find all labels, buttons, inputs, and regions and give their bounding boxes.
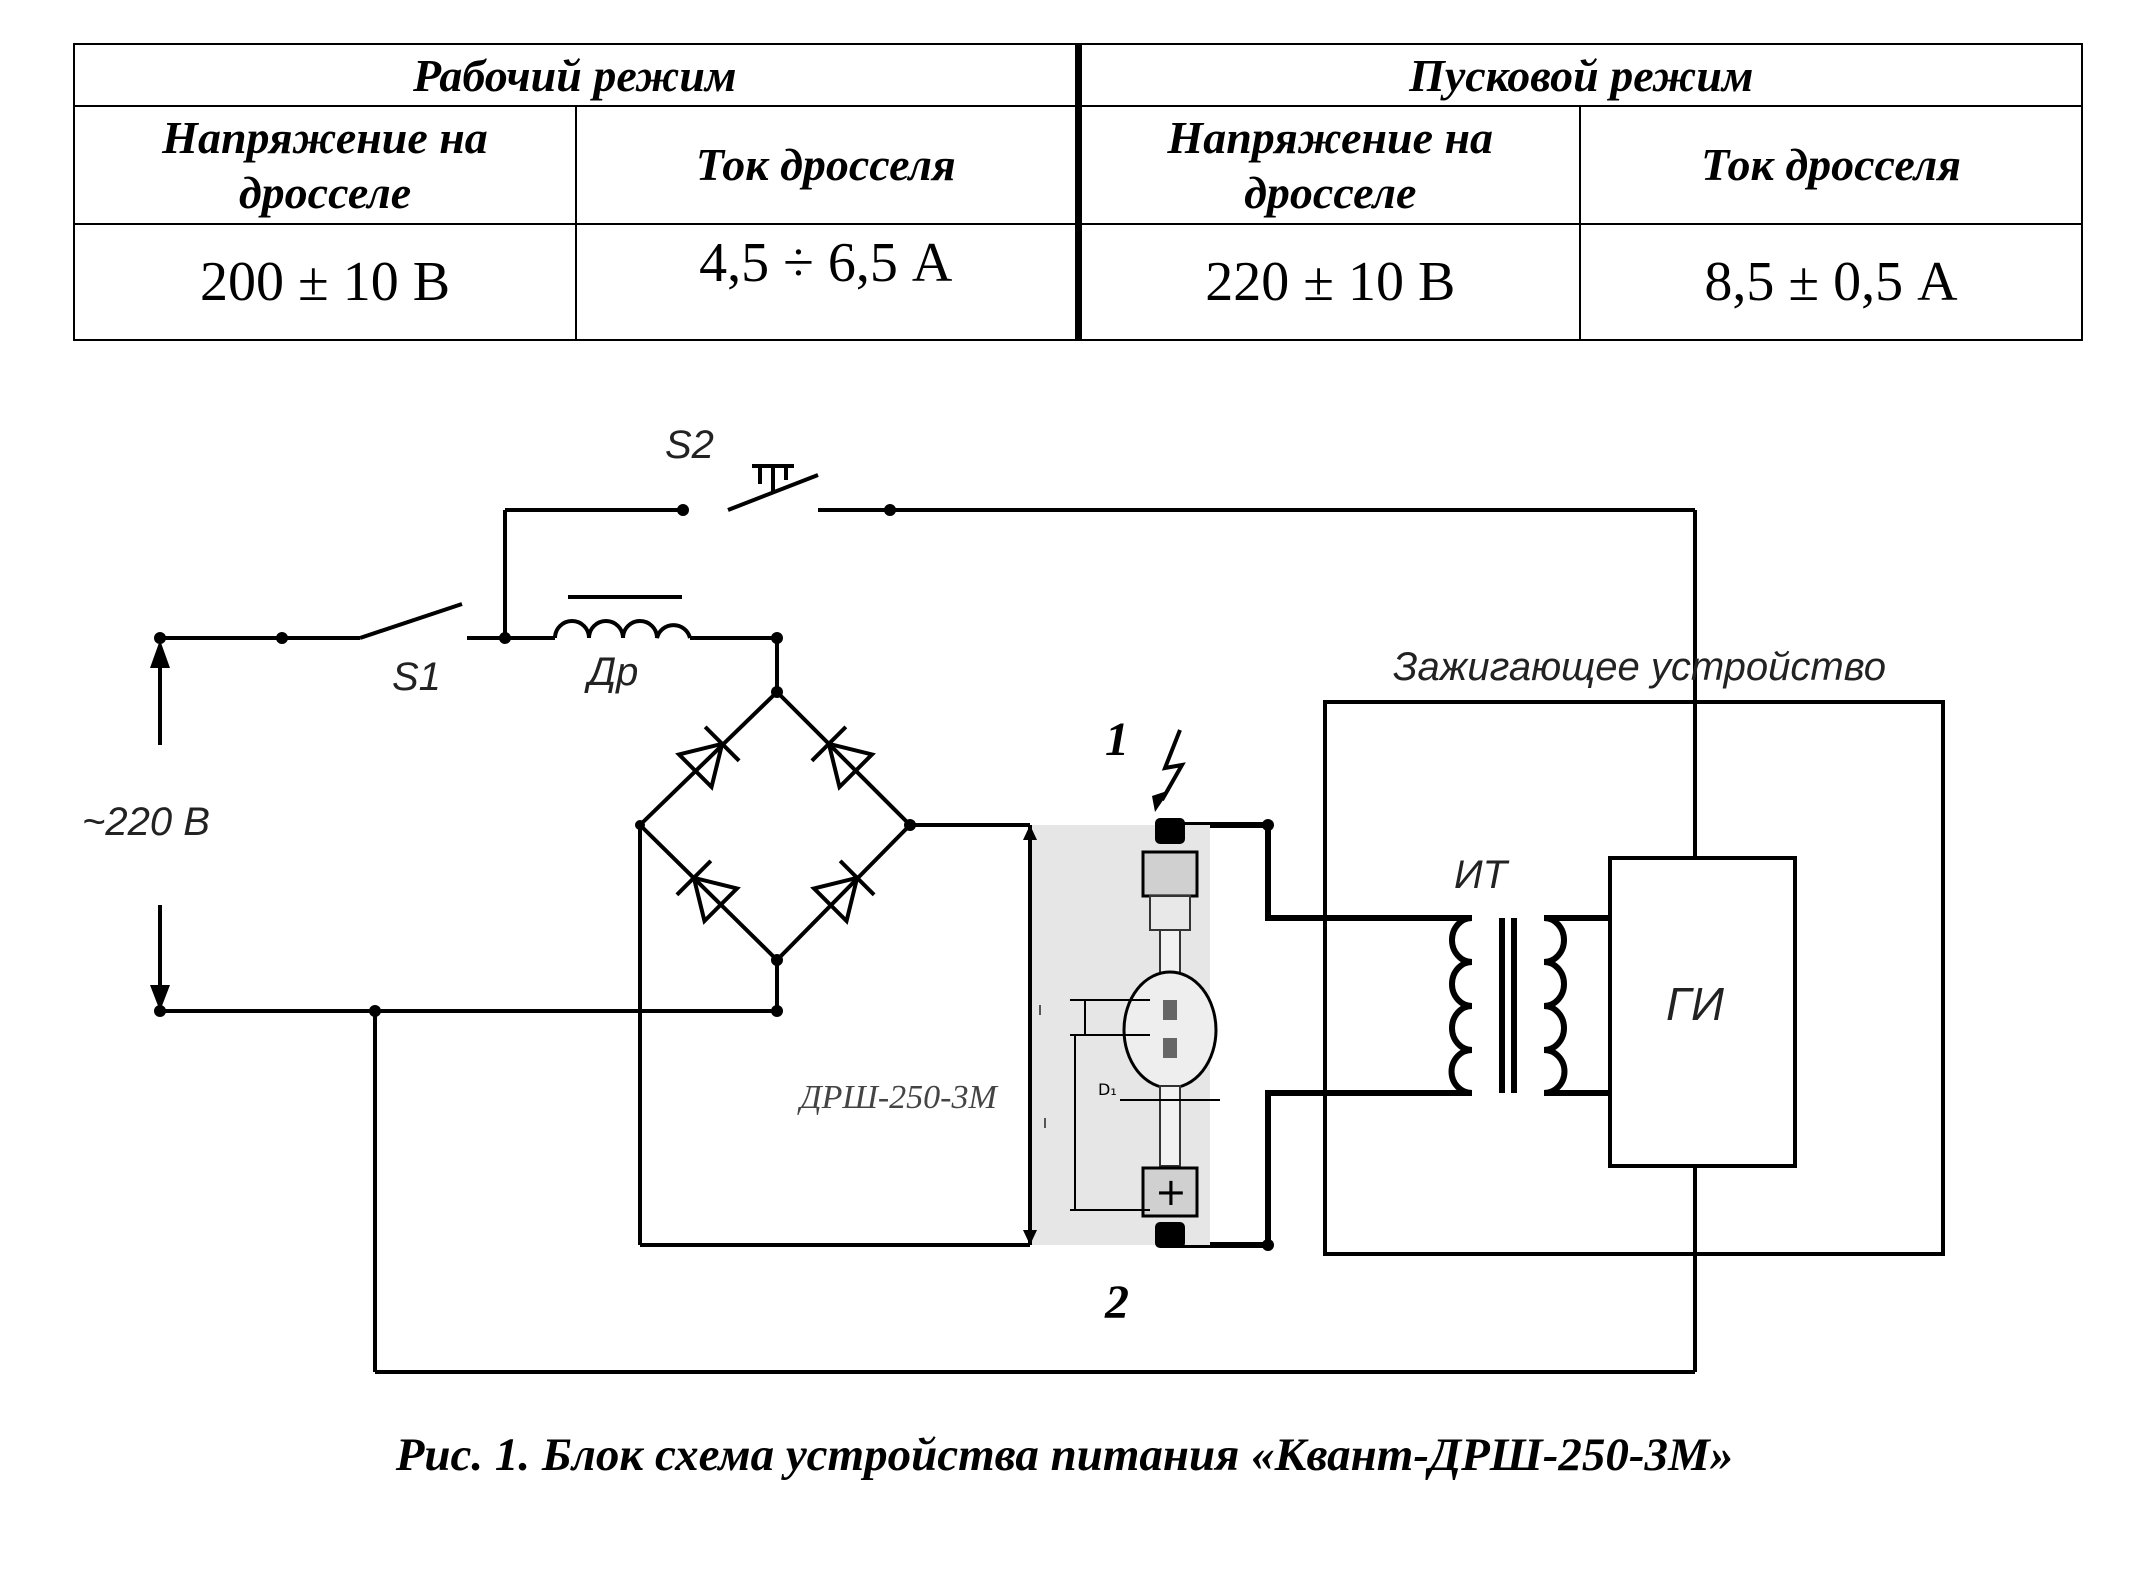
neutral-wire: [154, 960, 1697, 1374]
group-header-working: Рабочий режим: [73, 43, 1082, 107]
column-header-current-working: Ток дросселя: [575, 105, 1082, 225]
label-s2: S2: [665, 423, 714, 467]
igniter-block: [1323, 700, 1945, 1256]
supply-voltage-arrows: [150, 640, 170, 1011]
main-wire: [154, 632, 783, 692]
cell-voltage-starting: 220 ± 10 В: [1074, 223, 1581, 341]
column-header-voltage-working: Напряжение на дросселе: [73, 105, 577, 225]
ignition-arrow: [1152, 729, 1186, 812]
svg-text:+: +: [1155, 1170, 1187, 1214]
group-header-starting: Пусковой режим: [1074, 43, 2083, 107]
cell-voltage-working: 200 ± 10 В: [73, 223, 577, 341]
label-pulse-generator: ГИ: [1666, 978, 1724, 1030]
label-choke: Др: [584, 650, 638, 694]
parameters-table: Рабочий режим Пусковой режим Напряжение …: [73, 43, 2083, 341]
choke-coil: [553, 595, 692, 639]
marker-2: 2: [1104, 1276, 1129, 1329]
pulse-transformer: [1448, 915, 1610, 1096]
diode-bridge: [635, 686, 916, 966]
cell-current-working: 4,5 ÷ 6,5 А: [575, 223, 1082, 341]
figure-caption: Рис. 1. Блок схема устройства питания «К…: [395, 1429, 1734, 1481]
label-supply: ~220 В: [82, 800, 210, 844]
svg-text:D₁: D₁: [1098, 1080, 1117, 1099]
label-lamp: ДРШ-250-3М: [797, 1079, 999, 1116]
column-header-current-starting: Ток дросселя: [1579, 105, 2083, 225]
pulse-generator-block: [1608, 856, 1797, 1168]
push-button-s2: [677, 464, 896, 516]
transformer-primary-wires: [1265, 825, 1472, 1245]
cell-current-starting: 8,5 ± 0,5 А: [1579, 223, 2083, 341]
switch-s1: [359, 602, 463, 640]
marker-1: 1: [1105, 713, 1129, 766]
column-header-voltage-starting: Напряжение на дросселе: [1074, 105, 1581, 225]
lamp-drsh-250: + D₁: [1023, 818, 1220, 1248]
label-s1: S1: [392, 655, 441, 699]
label-igniter: Зажигающее устройство: [1393, 645, 1886, 689]
label-transformer: ИТ: [1454, 853, 1510, 897]
top-wire: [503, 508, 1697, 858]
